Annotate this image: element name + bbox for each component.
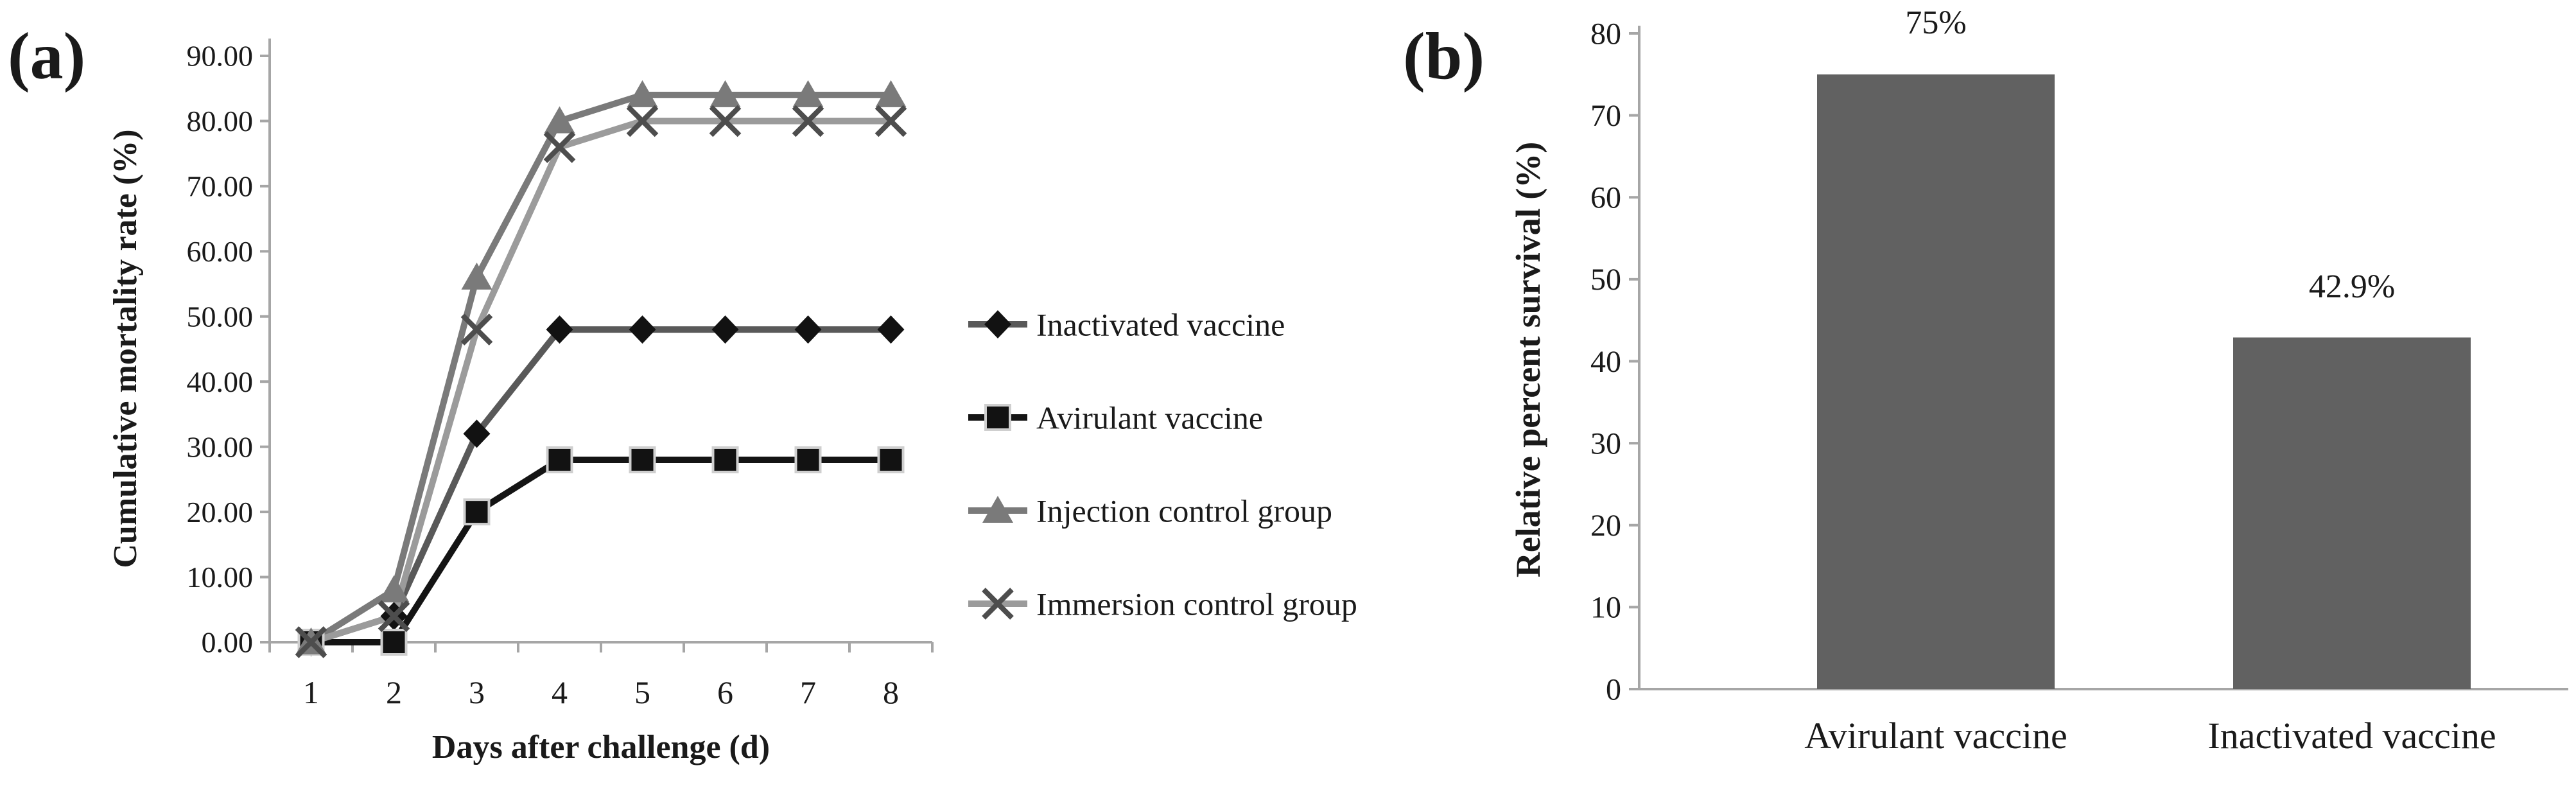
data-point-square [794, 446, 822, 473]
data-point-square [629, 446, 656, 473]
legend-item: Injection control group [968, 493, 1332, 529]
y-tick-label: 70 [1590, 99, 1621, 133]
data-point-triangle [709, 80, 741, 107]
legend-label: Avirulant vaccine [1036, 400, 1263, 436]
series-line-diamond [309, 326, 891, 645]
category-label: Inactivated vaccine [2207, 715, 2496, 757]
chart-b-y-axis-title: Relative percent survival (%) [1509, 142, 1547, 577]
data-point-square [463, 498, 491, 526]
y-tick-label: 10 [1590, 591, 1621, 625]
data-point-x [543, 131, 576, 163]
legend-marker-triangle [982, 496, 1013, 523]
y-tick-label: 50.00 [187, 300, 254, 333]
legend-marker-x [982, 588, 1014, 620]
data-point-triangle [544, 106, 575, 134]
data-point-square [546, 446, 573, 473]
y-tick-label: 40.00 [187, 365, 254, 398]
y-tick-label: 80.00 [187, 105, 254, 137]
data-point-triangle [627, 80, 658, 107]
y-tick-label: 10.00 [187, 561, 254, 593]
x-tick-label: 3 [469, 674, 485, 710]
category-label: Avirulant vaccine [1804, 715, 2067, 757]
y-tick-label: 30.00 [187, 430, 254, 463]
legend-label: Immersion control group [1036, 586, 1357, 622]
x-tick-label: 4 [552, 674, 568, 710]
panel-a-label: (a) [8, 19, 85, 93]
x-tick-label: 7 [800, 674, 816, 710]
legend-marker-square [984, 404, 1011, 431]
chart-a-x-axis-title: Days after challenge (d) [432, 729, 770, 766]
data-point-square [711, 446, 739, 473]
y-tick-label: 60.00 [187, 235, 254, 268]
x-tick-label: 5 [634, 674, 650, 710]
bar-value-label: 42.9% [2309, 268, 2395, 305]
y-tick-label: 50 [1590, 263, 1621, 297]
legend-marker-diamond [984, 310, 1011, 338]
data-point-x [709, 105, 742, 137]
bar [2233, 337, 2471, 689]
legend-item: Inactivated vaccine [968, 307, 1285, 343]
legend-label: Inactivated vaccine [1036, 307, 1285, 343]
bar [1817, 74, 2055, 689]
panel-b-label: (b) [1403, 19, 1484, 93]
bar-chart-relative-percent-survival: 0 10 20 30 40 50 60 70 80 75% 42.9% Avirulant vacci… [1590, 4, 2568, 757]
chart-a-y-axis-title: Cumulative mortality rate (%) [107, 129, 144, 568]
x-tick-label: 8 [883, 674, 899, 710]
data-point-triangle [461, 262, 492, 290]
data-point-diamond [463, 419, 491, 448]
y-tick-label: 20.00 [187, 496, 254, 529]
line-chart-cumulative-mortality: 0.00 10.00 20.00 30.00 40.00 50.00 60.00 70.00 8… [187, 39, 934, 710]
y-tick-label: 90.00 [187, 40, 254, 73]
y-tick-label: 0 [1606, 672, 1621, 706]
y-tick-label: 80 [1590, 17, 1621, 51]
data-point-x [792, 105, 824, 137]
data-point-diamond [546, 315, 573, 344]
data-point-triangle [792, 80, 824, 107]
y-tick-label: 40 [1590, 345, 1621, 379]
y-tick-label: 30 [1590, 426, 1621, 460]
legend-label: Injection control group [1036, 493, 1332, 529]
series-line-triangle [309, 91, 891, 645]
data-point-x [378, 600, 410, 633]
data-point-square [877, 446, 905, 473]
series-line-x [309, 118, 891, 645]
x-tick-label: 2 [386, 674, 402, 710]
data-point-x [460, 313, 493, 346]
x-tick-label: 1 [303, 674, 319, 710]
data-point-triangle [378, 575, 410, 602]
data-point-x [875, 105, 907, 137]
data-point-diamond [877, 315, 905, 344]
data-point-diamond [711, 315, 739, 344]
series-line-square [311, 456, 891, 645]
y-tick-label: 70.00 [187, 170, 254, 203]
data-point-diamond [794, 315, 822, 344]
x-tick-label: 6 [717, 674, 733, 710]
data-point-triangle [875, 80, 907, 107]
data-point-x [295, 626, 327, 658]
y-tick-label: 20 [1590, 509, 1621, 543]
legend-item: Immersion control group [968, 586, 1357, 622]
data-point-square [380, 629, 408, 656]
bar-value-label: 75% [1905, 4, 1966, 41]
y-tick-label: 0.00 [202, 626, 254, 659]
data-point-x [626, 105, 659, 137]
y-tick-label: 60 [1590, 181, 1621, 215]
data-point-diamond [629, 315, 656, 344]
legend-item: Avirulant vaccine [968, 400, 1263, 436]
